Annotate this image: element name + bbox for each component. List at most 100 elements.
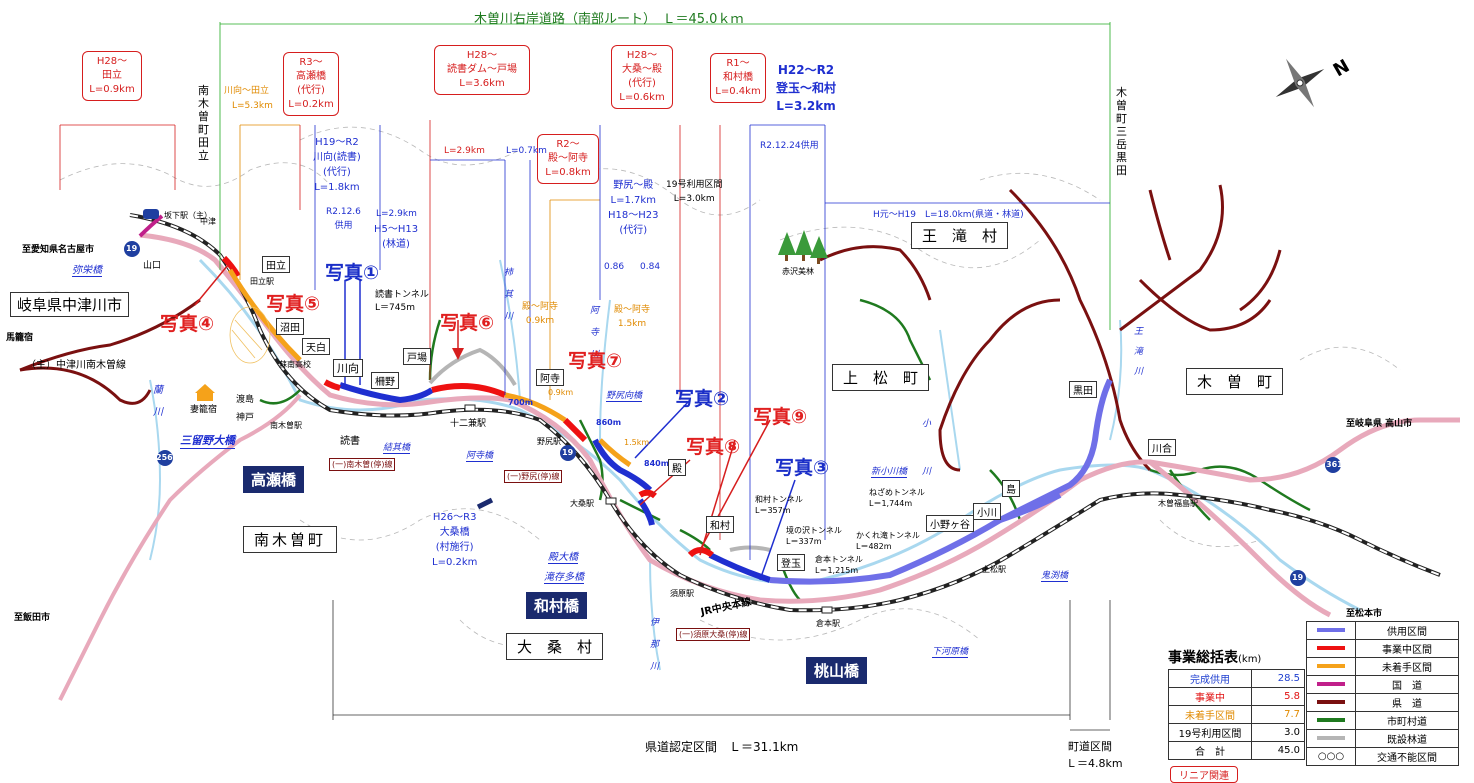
linear-label: リニア関連 bbox=[1170, 766, 1238, 783]
photo-5-label[interactable]: 写真⑤ bbox=[266, 293, 321, 315]
summary-row-label: 合 計 bbox=[1168, 741, 1252, 760]
legend-swatch bbox=[1306, 675, 1356, 694]
under-construction-sections bbox=[221, 255, 714, 558]
place-tadachi: 田立 bbox=[262, 256, 290, 273]
bridge-momoyama-badge: 桃山橋 bbox=[806, 657, 868, 684]
yomikaki-tunnel: 読書トンネル L＝745m bbox=[375, 289, 429, 315]
okuwa-bridge-marker bbox=[476, 497, 494, 510]
photo-3-label[interactable]: 写真③ bbox=[775, 457, 830, 479]
photo-pointers-blue bbox=[344, 280, 796, 581]
summary-row-value: 7.7 bbox=[1251, 705, 1305, 724]
legend-swatch: ○○○ bbox=[1306, 747, 1356, 766]
summary-title-text: 事業総括表 bbox=[1168, 650, 1238, 666]
k15-label: 1.5km bbox=[624, 438, 650, 447]
h19-annotation: H19～R2 川向(読書) (代行) L=1.8km bbox=[313, 135, 361, 195]
bridge-tono: 殿大橋 bbox=[548, 548, 578, 564]
project-box-text: R3～ 高瀬橋 (代行) L=0.2km bbox=[288, 57, 334, 110]
juniken-station: 十二兼駅 bbox=[450, 419, 487, 429]
legend-panel: 供用区間事業中区間未着手区間国 道県 道市町村道既設林道○○○交通不能区間 bbox=[1306, 621, 1459, 766]
sakai-tunnel-name: 境の沢トンネル bbox=[786, 526, 842, 535]
river-ran: 蘭 川 bbox=[153, 385, 173, 418]
legend-swatch bbox=[1306, 711, 1356, 730]
h26-years: H26～R3 bbox=[432, 512, 477, 523]
nagiso-station: 南木曽駅 bbox=[270, 421, 302, 430]
photo-9-label[interactable]: 写真⑨ bbox=[753, 406, 808, 428]
h19-length: L=1.8km bbox=[314, 182, 360, 193]
kakure-tunnel: かくれ滝トンネル L＝482m bbox=[856, 530, 920, 552]
route-256-shield: 256 bbox=[156, 453, 173, 462]
l29-label: L=2.9km bbox=[376, 209, 417, 219]
summary-row-value: 28.5 bbox=[1251, 669, 1305, 688]
arrow-icon bbox=[452, 348, 464, 360]
photo-6-label[interactable]: 写真⑥ bbox=[440, 312, 495, 334]
hatched-area bbox=[229, 306, 271, 364]
photo-8-label[interactable]: 写真⑧ bbox=[686, 436, 741, 458]
kawamukai-length: L=5.3km bbox=[232, 101, 273, 111]
summary-row-value: 5.8 bbox=[1251, 687, 1305, 706]
pref-section-label: 県道認定区間 Ｌ＝31.1km bbox=[645, 740, 799, 754]
h26-annotation: H26～R3 大桑橋 (村施行) L=0.2km bbox=[432, 510, 477, 570]
summary-row-label: 完成供用 bbox=[1168, 669, 1252, 688]
photo-1-label[interactable]: 写真① bbox=[325, 262, 380, 284]
okuwa-station: 大桑駅 bbox=[570, 499, 594, 508]
tsumago-icon bbox=[195, 384, 215, 401]
photo-7-label[interactable]: 写真⑦ bbox=[568, 350, 623, 372]
region-minamikiso: 南木曽町 bbox=[243, 526, 338, 553]
summary-row-value: 45.0 bbox=[1251, 741, 1305, 760]
bridge-suhara: 滝存多橋 bbox=[544, 568, 584, 584]
legend-row: 国 道 bbox=[1306, 675, 1459, 694]
kawamukai-route: 川向～田立 bbox=[224, 86, 270, 96]
use19-length: L=3.0km bbox=[673, 194, 715, 204]
summary-row-label: 事業中 bbox=[1168, 687, 1252, 706]
nojiri-years: H18～H23 bbox=[608, 210, 659, 221]
m700-label: 700m bbox=[508, 398, 534, 407]
legend-row: 未着手区間 bbox=[1306, 657, 1459, 676]
route-suhara-line: (一)須原大桑(停)線 bbox=[676, 628, 751, 641]
kiso-vertical: 木曽町三岳 黒田 bbox=[1116, 86, 1138, 177]
project-box-okuwa-tono: H28～ 大桑～殿 (代行) L=0.6km bbox=[611, 45, 673, 109]
place-tono: 殿 bbox=[668, 459, 686, 476]
yomikaki-label: 読書 bbox=[340, 436, 360, 447]
place-naino: 柵野 bbox=[371, 372, 399, 389]
project-box-text: H28～ 大桑～殿 (代行) L=0.6km bbox=[619, 50, 665, 103]
use19-annotation: 19号利用区間 L=3.0km bbox=[666, 178, 722, 206]
m860-label: 860m bbox=[596, 418, 622, 427]
rivers bbox=[149, 258, 1361, 671]
forest-icon bbox=[778, 230, 828, 264]
nojiri-length: L=1.7km bbox=[610, 195, 656, 206]
photo-4-label[interactable]: 写真④ bbox=[160, 313, 215, 335]
tono1-annotation: 殿～阿寺 0.9km bbox=[522, 300, 558, 328]
region-okuwa: 大 桑 村 bbox=[506, 633, 604, 660]
legend-swatch bbox=[1306, 621, 1356, 640]
magome-label: 馬籠宿 bbox=[6, 333, 34, 343]
tono2-route: 殿～阿寺 bbox=[614, 305, 651, 315]
h22-text: H22～R2 bbox=[777, 63, 835, 77]
h5-annotation: H5～H13 (林道) bbox=[374, 222, 418, 252]
h22-annotation: H22～R2 登玉～和村 L=3.2km bbox=[776, 61, 836, 115]
national-road-segment bbox=[138, 214, 164, 238]
main-road-label: （主）中津川南木曽線 bbox=[26, 360, 126, 371]
not-started-sections bbox=[227, 268, 632, 468]
legend-table: 供用区間事業中区間未着手区間国 道県 道市町村道既設林道○○○交通不能区間 bbox=[1306, 621, 1459, 766]
bridge-sandono: 三留野大橋 bbox=[180, 434, 235, 449]
legend-row: 供用区間 bbox=[1306, 621, 1459, 640]
to-iida-label: 至飯田市 bbox=[14, 613, 51, 623]
kuramoto-tunnel-name: 倉本トンネル bbox=[815, 555, 863, 564]
summary-row-label: 未着手区間 bbox=[1168, 705, 1252, 724]
national-route-256 bbox=[58, 393, 302, 701]
tsumago-label: 妻籠宿 bbox=[190, 405, 218, 415]
nezame-tunnel-name: ねざめトンネル bbox=[869, 488, 925, 497]
route-minamikiso-line: (一)南木曽(停)線 bbox=[329, 458, 396, 471]
summary-unit: (km) bbox=[1238, 654, 1262, 665]
legend-row: 事業中区間 bbox=[1306, 639, 1459, 658]
photo-2-label[interactable]: 写真② bbox=[675, 388, 730, 410]
route-magome bbox=[19, 366, 152, 405]
summary-row-value: 3.0 bbox=[1251, 723, 1305, 742]
project-box-tadachi: H28～ 田立 L=0.9km bbox=[82, 51, 142, 101]
place-onoya: 小野ヶ谷 bbox=[926, 515, 974, 532]
legend-swatch bbox=[1306, 729, 1356, 748]
region-agematsu: 上 松 町 bbox=[832, 364, 930, 391]
